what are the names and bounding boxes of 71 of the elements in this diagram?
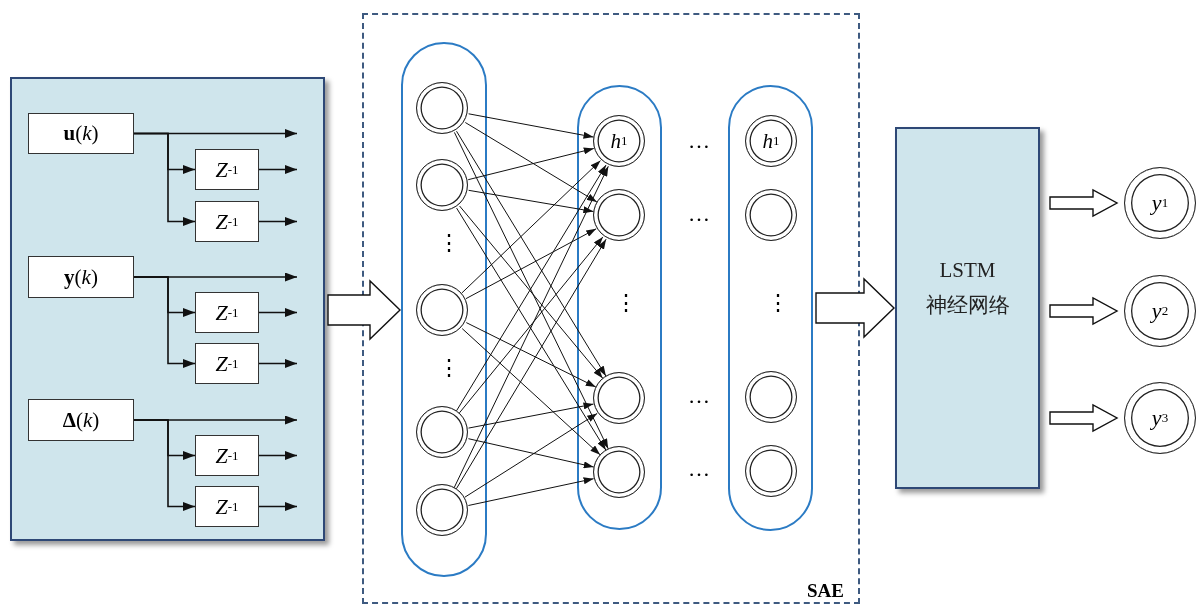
block-arrow bbox=[815, 277, 895, 339]
delay-box: Z$^{-1}$ bbox=[195, 149, 259, 190]
block-arrow bbox=[1049, 296, 1119, 326]
neuron-circle bbox=[745, 189, 797, 241]
connection-arrow bbox=[458, 236, 604, 414]
ellipsis-mark: … bbox=[688, 385, 710, 407]
neuron-circle bbox=[416, 82, 468, 134]
signal-box: Δ(k) bbox=[28, 399, 134, 441]
arrow bbox=[258, 308, 298, 317]
layer-capsule bbox=[576, 84, 662, 530]
neuron-circle bbox=[416, 406, 468, 458]
box-label: 神经网络 bbox=[925, 291, 1010, 319]
connection-arrow bbox=[467, 438, 595, 469]
connection-arrow bbox=[464, 122, 598, 203]
arrow bbox=[133, 276, 196, 368]
connection-arrow bbox=[456, 130, 607, 377]
layer-capsule bbox=[727, 84, 813, 531]
delay-box: Z$^{-1}$ bbox=[195, 201, 259, 242]
arrow bbox=[258, 451, 298, 460]
ellipsis-mark: … bbox=[688, 130, 710, 152]
delay-box: Z$^{-1}$ bbox=[195, 435, 259, 476]
neuron-circle bbox=[416, 284, 468, 336]
dashed-frame bbox=[362, 13, 860, 604]
arrow bbox=[258, 165, 298, 174]
block-arrow bbox=[1049, 188, 1119, 218]
ellipsis-mark: ⋮ bbox=[438, 357, 460, 379]
ellipsis-mark: ⋮ bbox=[615, 292, 637, 314]
connection-arrow bbox=[461, 328, 601, 456]
delay-box: Z$^{-1}$ bbox=[195, 343, 259, 384]
layer-capsule bbox=[400, 41, 487, 577]
arrow bbox=[258, 502, 298, 511]
connection-arrow bbox=[468, 113, 594, 139]
connection-arrow bbox=[464, 412, 598, 498]
neuron-circle bbox=[745, 371, 797, 423]
connection-arrow bbox=[453, 165, 609, 489]
connection-arrow bbox=[461, 160, 601, 294]
signal-box: y(k) bbox=[28, 256, 134, 298]
arrow bbox=[133, 132, 196, 226]
input-panel bbox=[10, 77, 325, 541]
delay-box: Z$^{-1}$ bbox=[195, 486, 259, 527]
neuron-circle bbox=[593, 446, 645, 498]
lstm-box bbox=[895, 127, 1040, 489]
connection-arrow bbox=[459, 205, 604, 379]
connection-arrow bbox=[467, 147, 595, 181]
delay-box: Z$^{-1}$ bbox=[195, 292, 259, 333]
arrow bbox=[258, 359, 298, 368]
block-arrow bbox=[327, 279, 401, 341]
neuron-circle bbox=[416, 484, 468, 536]
neuron-circle bbox=[745, 445, 797, 497]
ellipsis-mark: ⋮ bbox=[767, 292, 789, 314]
ellipsis-mark: … bbox=[688, 203, 710, 225]
arrow bbox=[133, 419, 196, 511]
neuron-circle bbox=[416, 159, 468, 211]
neuron-circle bbox=[593, 372, 645, 424]
connection-arrow bbox=[455, 238, 607, 490]
connection-arrow bbox=[465, 228, 597, 300]
connection-arrow bbox=[456, 164, 607, 412]
connection-arrow bbox=[456, 207, 607, 451]
block-arrow bbox=[1049, 403, 1119, 433]
ellipsis-mark: ⋮ bbox=[438, 232, 460, 254]
arrow bbox=[258, 217, 298, 226]
neuron-circle bbox=[593, 189, 645, 241]
connection-arrow bbox=[465, 322, 597, 388]
ellipsis-mark: … bbox=[688, 458, 710, 480]
connection-arrow bbox=[468, 189, 594, 214]
connection-arrow bbox=[467, 477, 595, 506]
signal-box: u(k) bbox=[28, 113, 134, 154]
frame-label: SAE bbox=[807, 580, 844, 602]
connection-arrow bbox=[453, 131, 609, 450]
box-label: LSTM bbox=[939, 257, 996, 283]
connection-arrow bbox=[468, 402, 594, 429]
